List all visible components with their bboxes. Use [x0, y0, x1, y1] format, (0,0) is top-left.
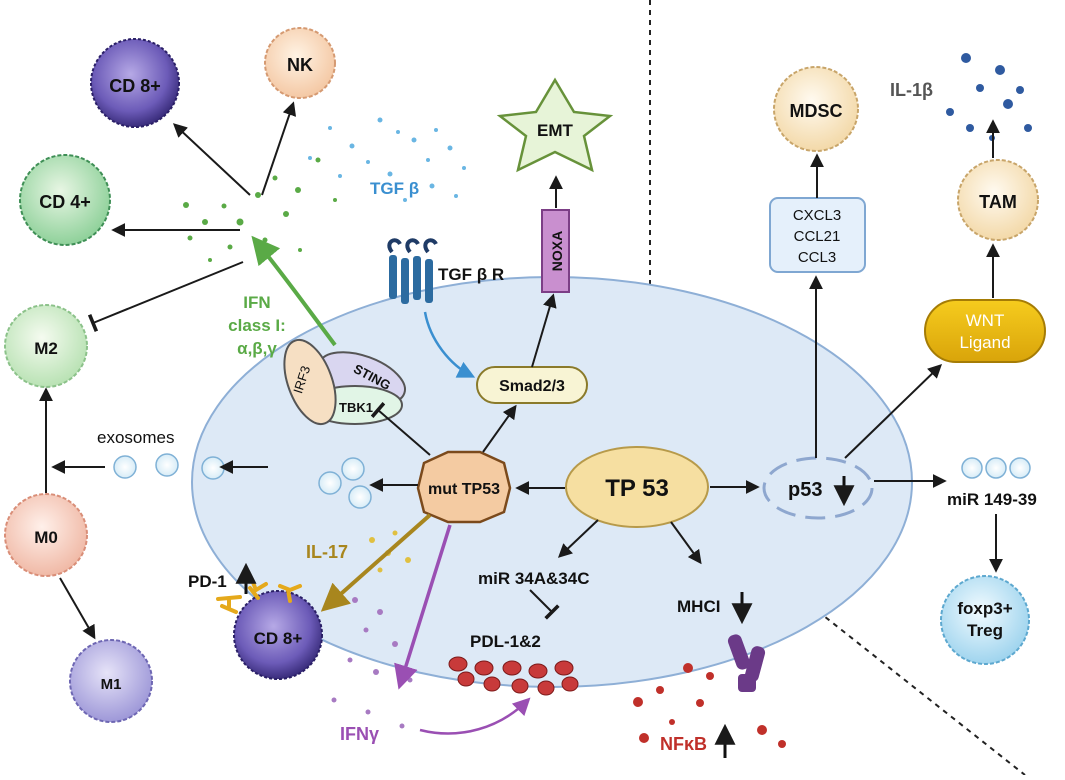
smad-label: Smad2/3 [499, 378, 565, 395]
tam-label: TAM [979, 192, 1017, 212]
tam-cell: TAM [957, 159, 1039, 241]
p53-label: p53 [788, 479, 822, 501]
mdsc-label: MDSC [790, 101, 843, 121]
cd4-label: CD 4+ [39, 192, 91, 212]
m2-label: M2 [34, 339, 58, 358]
exosomes-label: exosomes [97, 428, 174, 447]
tgfbr-label: TGF β R [438, 265, 504, 284]
cd4-cell: CD 4+ [19, 154, 111, 246]
cxcl3-label: CXCL3 [793, 207, 841, 224]
tbk1-label: TBK1 [339, 400, 373, 415]
ifn-release-arrow [251, 235, 337, 347]
tgf-to-smad-arrow [423, 311, 476, 378]
pd1-label: PD-1 [188, 572, 227, 591]
noxa-label: NOXA [549, 231, 565, 271]
tgf-particles [308, 117, 466, 202]
m1-label: M1 [101, 676, 122, 693]
il17-arrow [320, 513, 432, 612]
emt-star: EMT [496, 77, 614, 173]
mut-tp53: mut TP53 [416, 450, 512, 524]
pd1-receptors [216, 578, 302, 614]
il17-label: IL-17 [306, 542, 348, 562]
emt-label: EMT [537, 121, 574, 140]
mut-tp53-label: mut TP53 [428, 481, 500, 498]
cd8-bottom-label: CD 8+ [254, 629, 303, 648]
m2-macrophage: M2 [4, 304, 88, 388]
wnt-label-line1: WNT [966, 311, 1005, 330]
nfkb-label: NFκB [660, 734, 707, 754]
m1-macrophage: M1 [69, 639, 153, 723]
mir149-exosomes [961, 457, 1031, 479]
il1b-particles [946, 53, 1032, 141]
smad-box: Smad2/3 [476, 366, 588, 404]
treg-cell: foxp3+ Treg [940, 575, 1030, 665]
nk-label: NK [287, 55, 313, 75]
mir34-label: miR 34A&34C [478, 569, 590, 588]
nk-cell: NK [264, 27, 336, 99]
chemokine-box: CXCL3 CCL21 CCL3 [769, 197, 866, 273]
pdl-label: PDL-1&2 [470, 632, 541, 651]
pdl-proteins [448, 656, 579, 696]
ifng-to-pdl-arrow [419, 697, 531, 735]
treg-label-line1: foxp3+ [957, 599, 1012, 618]
mhci-label: MHCI [677, 597, 720, 616]
ifng-arrow [394, 524, 452, 690]
mir149-label: miR 149-39 [947, 490, 1037, 509]
sting-complex: IRF3 STING TBK1 [283, 338, 406, 426]
p53-down: p53 [762, 456, 874, 520]
ifn-label-line3: α,β,γ [237, 339, 277, 358]
noxa-box: NOXA [541, 209, 570, 293]
ccl3-label: CCL3 [798, 249, 836, 266]
cd8-top-label: CD 8+ [109, 76, 161, 96]
m0-label: M0 [34, 528, 58, 547]
cd8-cell-bottom: CD 8+ [233, 590, 323, 680]
arrows [39, 101, 1003, 640]
il1b-label: IL-1β [890, 80, 933, 100]
wnt-ligand: WNT Ligand [924, 299, 1046, 363]
ifn-label-line2: class I: [228, 316, 286, 335]
mdsc-cell: MDSC [773, 66, 859, 152]
exosomes [113, 453, 372, 509]
mhci-protein [727, 634, 766, 692]
tp53-label: TP 53 [605, 475, 669, 502]
tgfbr-receptor [387, 238, 438, 304]
tgfb-label: TGF β [370, 179, 419, 198]
tp53: TP 53 [565, 446, 709, 528]
treg-label-line2: Treg [967, 621, 1003, 640]
m0-macrophage: M0 [4, 493, 88, 577]
ccl21-label: CCL21 [794, 228, 841, 245]
ifng-label: IFNγ [340, 724, 379, 744]
wnt-label-line2: Ligand [959, 333, 1010, 352]
nfkb-particles [633, 663, 786, 748]
cd8-cell-top: CD 8+ [90, 38, 180, 128]
ifn-label-line1: IFN [243, 293, 270, 312]
